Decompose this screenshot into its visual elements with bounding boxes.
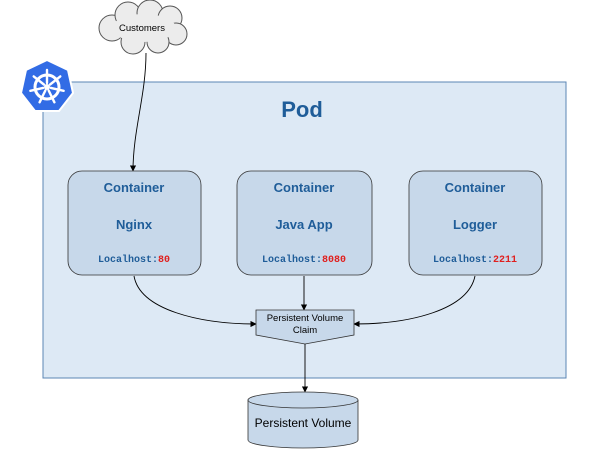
kubernetes-logo-icon (19, 58, 75, 112)
container-name: Logger (453, 217, 497, 232)
container-box (236, 170, 373, 276)
pv-label: Persistent Volume (255, 416, 352, 430)
pod-title: Pod (281, 97, 323, 122)
container-name: Java App (275, 217, 332, 232)
container-title: Container (274, 180, 335, 195)
container-title: Container (445, 180, 506, 195)
pvc-shape: Persistent Volume Claim (255, 309, 355, 345)
container-title: Container (104, 180, 165, 195)
customers-arrow (129, 52, 147, 172)
container-name: Nginx (116, 217, 153, 232)
pvc-label-line2: Claim (293, 325, 317, 336)
container-nginx: Container Nginx Localhost:80 (67, 170, 202, 276)
container-java-app: Container Java App Localhost:8080 (236, 170, 373, 276)
customers-cloud: Customers (98, 0, 188, 55)
container-logger: Container Logger Localhost:2211 (408, 170, 543, 276)
customers-label: Customers (119, 23, 165, 34)
container-box (67, 170, 202, 276)
container-localhost: Localhost:8080 (262, 254, 346, 266)
container-localhost: Localhost:80 (98, 254, 170, 266)
persistent-volume-cylinder: Persistent Volume (247, 391, 359, 449)
container-localhost: Localhost:2211 (433, 254, 517, 266)
logger-to-pvc-arrow (353, 275, 476, 328)
nginx-to-pvc-arrow (133, 275, 257, 328)
pvc-label-line1: Persistent Volume (267, 313, 344, 324)
container-box (408, 170, 543, 276)
